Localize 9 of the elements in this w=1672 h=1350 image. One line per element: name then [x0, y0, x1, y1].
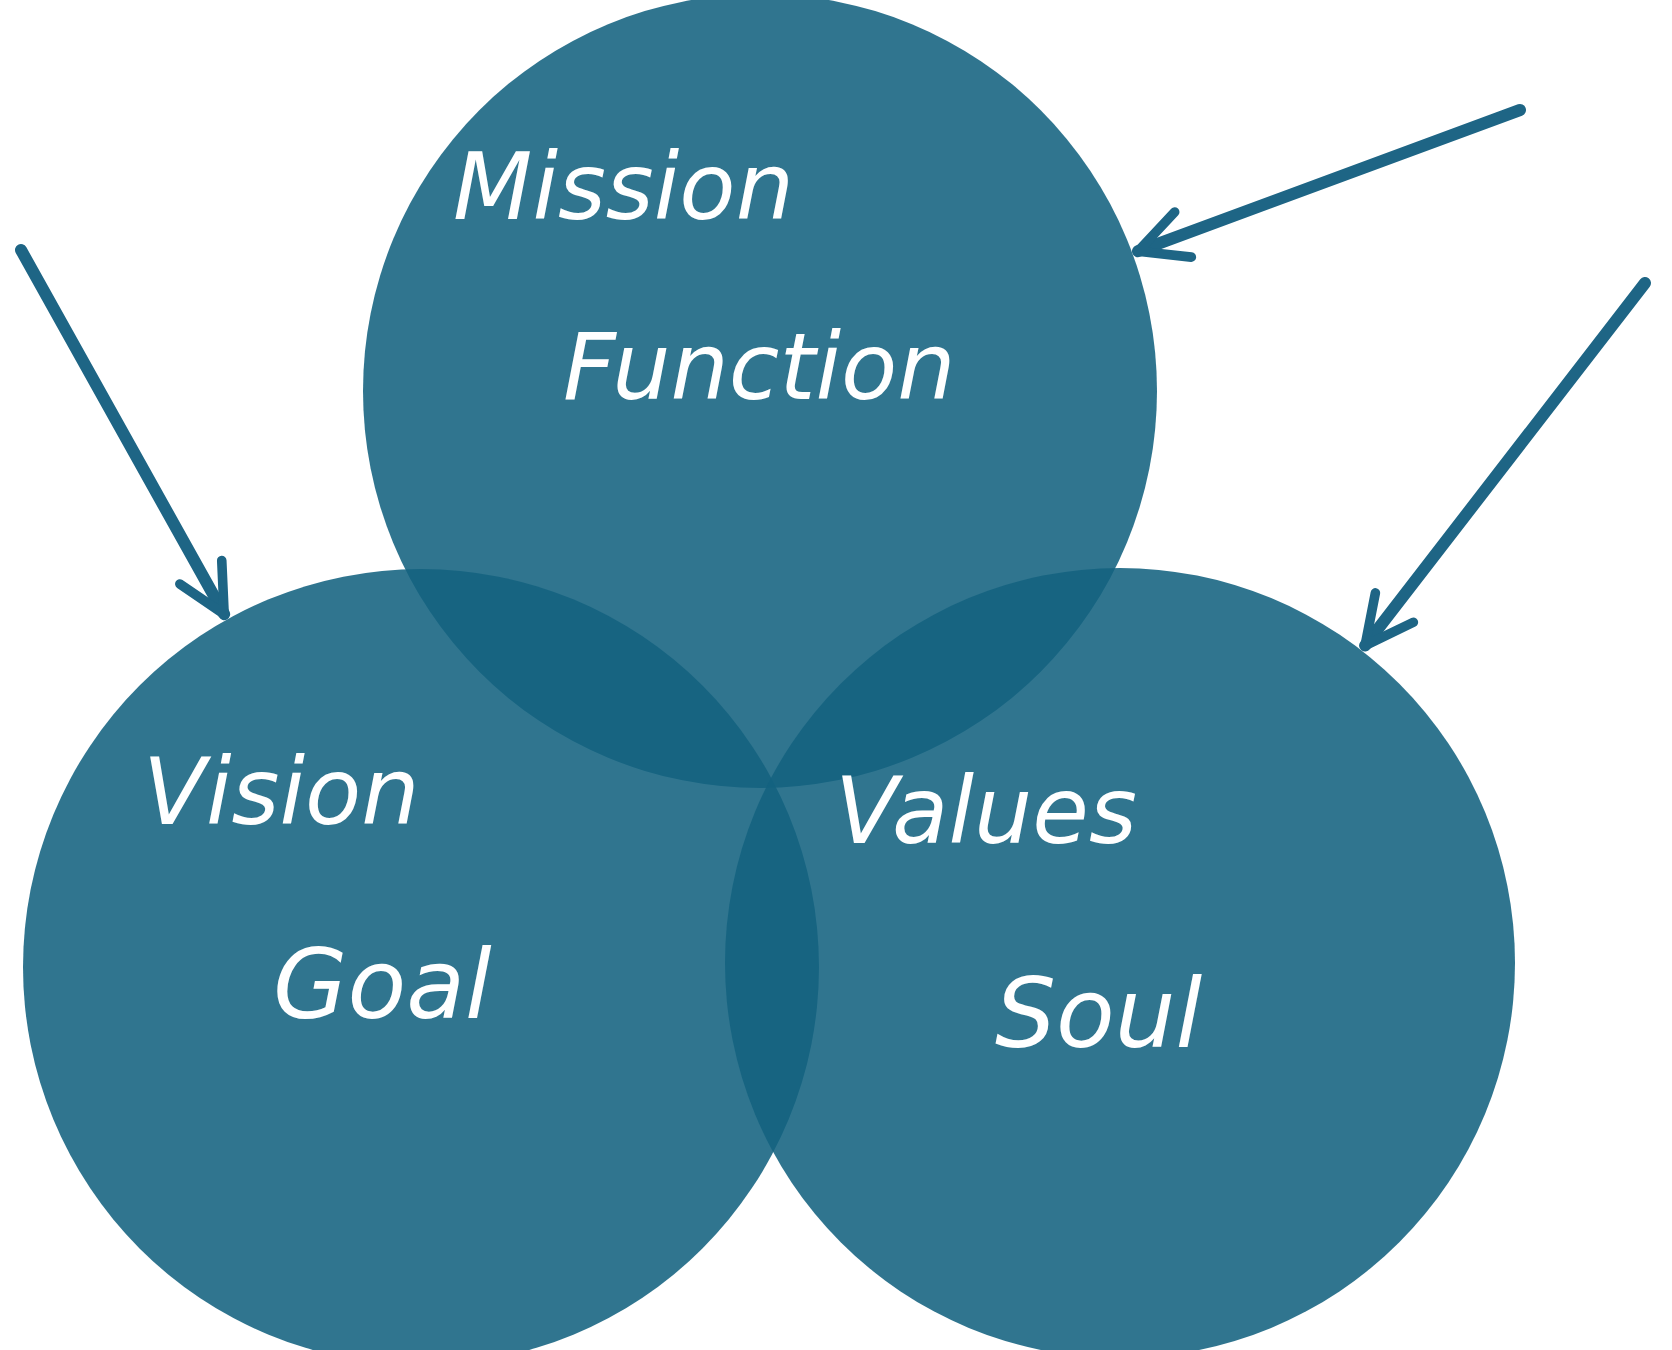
handwritten-label: Vision — [143, 739, 420, 846]
handwritten-label: Soul — [995, 958, 1203, 1070]
arrow — [15, 244, 231, 621]
handwritten-label: Values — [835, 758, 1137, 865]
handwritten-label: Mission — [453, 134, 794, 241]
arrow — [1359, 277, 1651, 652]
handwritten-label: Function — [563, 314, 956, 421]
arrow — [1132, 104, 1526, 262]
handwritten-label: Goal — [273, 929, 492, 1041]
